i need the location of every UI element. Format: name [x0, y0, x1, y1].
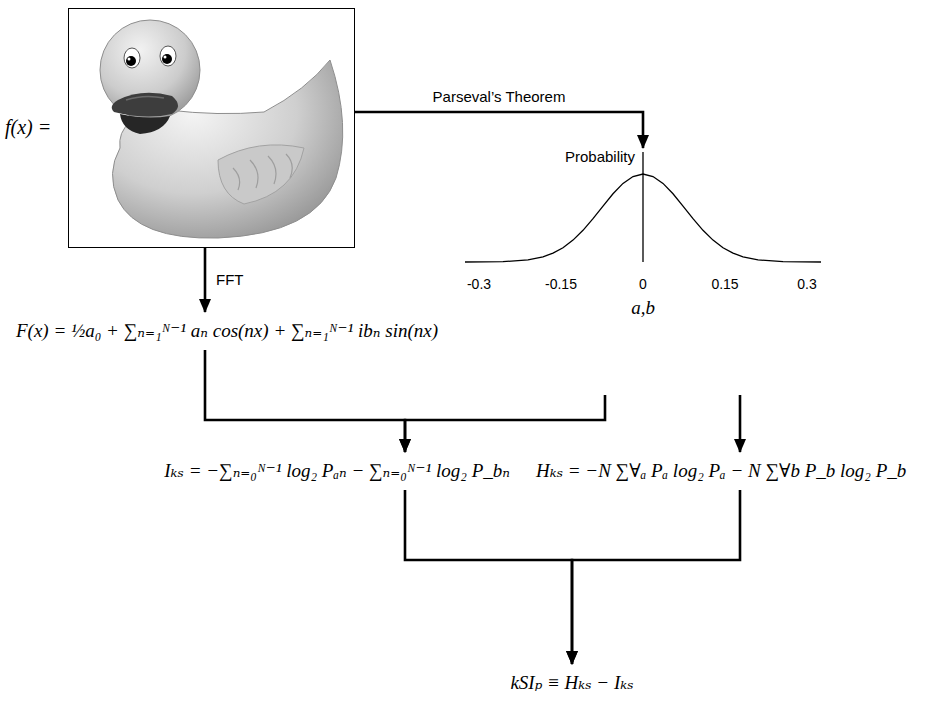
axis-tick: -0.15: [545, 276, 577, 293]
formula-text: Iₖₛ = −∑ₙ₌₀ᴺ⁻¹ log₂ Pₐₙ − ∑ₙ₌₀ᴺ⁻¹ log₂ P…: [164, 458, 510, 484]
formula-text: F(x) = ½a₀ + ∑ₙ₌₁ᴺ⁻¹ aₙ cos(nx) + ∑ₙ₌₁ᴺ⁻…: [16, 318, 438, 344]
label-holder: Parseval’s Theorem: [430, 88, 569, 106]
axis-tick: 0.15: [711, 276, 738, 293]
flow-arrow: [205, 350, 405, 452]
label-holder: -0.15: [545, 275, 577, 293]
formula-text: Hₖₛ = −N ∑∀ₐ Pₐ log₂ Pₐ − N ∑∀b P_b log₂…: [536, 458, 906, 484]
label-holder: a,b: [631, 297, 655, 319]
formula: Hₖₛ = −N ∑∀ₐ Pₐ log₂ Pₐ − N ∑∀b P_b log₂…: [528, 452, 914, 490]
formula: F(x) = ½a₀ + ∑ₙ₌₁ᴺ⁻¹ aₙ cos(nx) + ∑ₙ₌₁ᴺ⁻…: [8, 312, 446, 350]
axis-tick: 0.3: [797, 276, 816, 293]
label-holder: -0.3: [467, 275, 491, 293]
formula: Iₖₛ = −∑ₙ₌₀ᴺ⁻¹ log₂ Pₐₙ − ∑ₙ₌₀ᴺ⁻¹ log₂ P…: [156, 452, 518, 490]
rubber-duck: [100, 20, 343, 238]
flow-arrow: [739, 395, 742, 452]
flow-arrow: [204, 248, 207, 312]
edge-label: FFT: [213, 271, 247, 289]
axis-tick: -0.3: [467, 276, 491, 293]
image-box: f(x) =: [68, 8, 355, 248]
label-holder: 0: [639, 275, 647, 293]
flow-arrow: [405, 395, 605, 452]
formula-text: kSIₚ ≡ Hₖₛ − Iₖₛ: [510, 670, 633, 696]
label-holder: FFT: [213, 271, 247, 289]
function-label: f(x) =: [5, 115, 51, 139]
edge-label: Parseval’s Theorem: [430, 88, 569, 106]
label-holder: 0.3: [797, 275, 816, 293]
chart-panel: Probability: [462, 148, 827, 395]
axis-tick: 0: [639, 276, 647, 293]
flow-arrow: [572, 490, 740, 664]
flow-arrow: [355, 112, 643, 148]
label-holder: 0.15: [711, 275, 738, 293]
gaussian-chart: [465, 152, 821, 262]
axis-label: a,b: [631, 297, 655, 319]
formula: kSIₚ ≡ Hₖₛ − Iₖₛ: [502, 664, 641, 702]
flow-arrow: [405, 490, 572, 664]
axis-title: Probability: [565, 148, 635, 166]
